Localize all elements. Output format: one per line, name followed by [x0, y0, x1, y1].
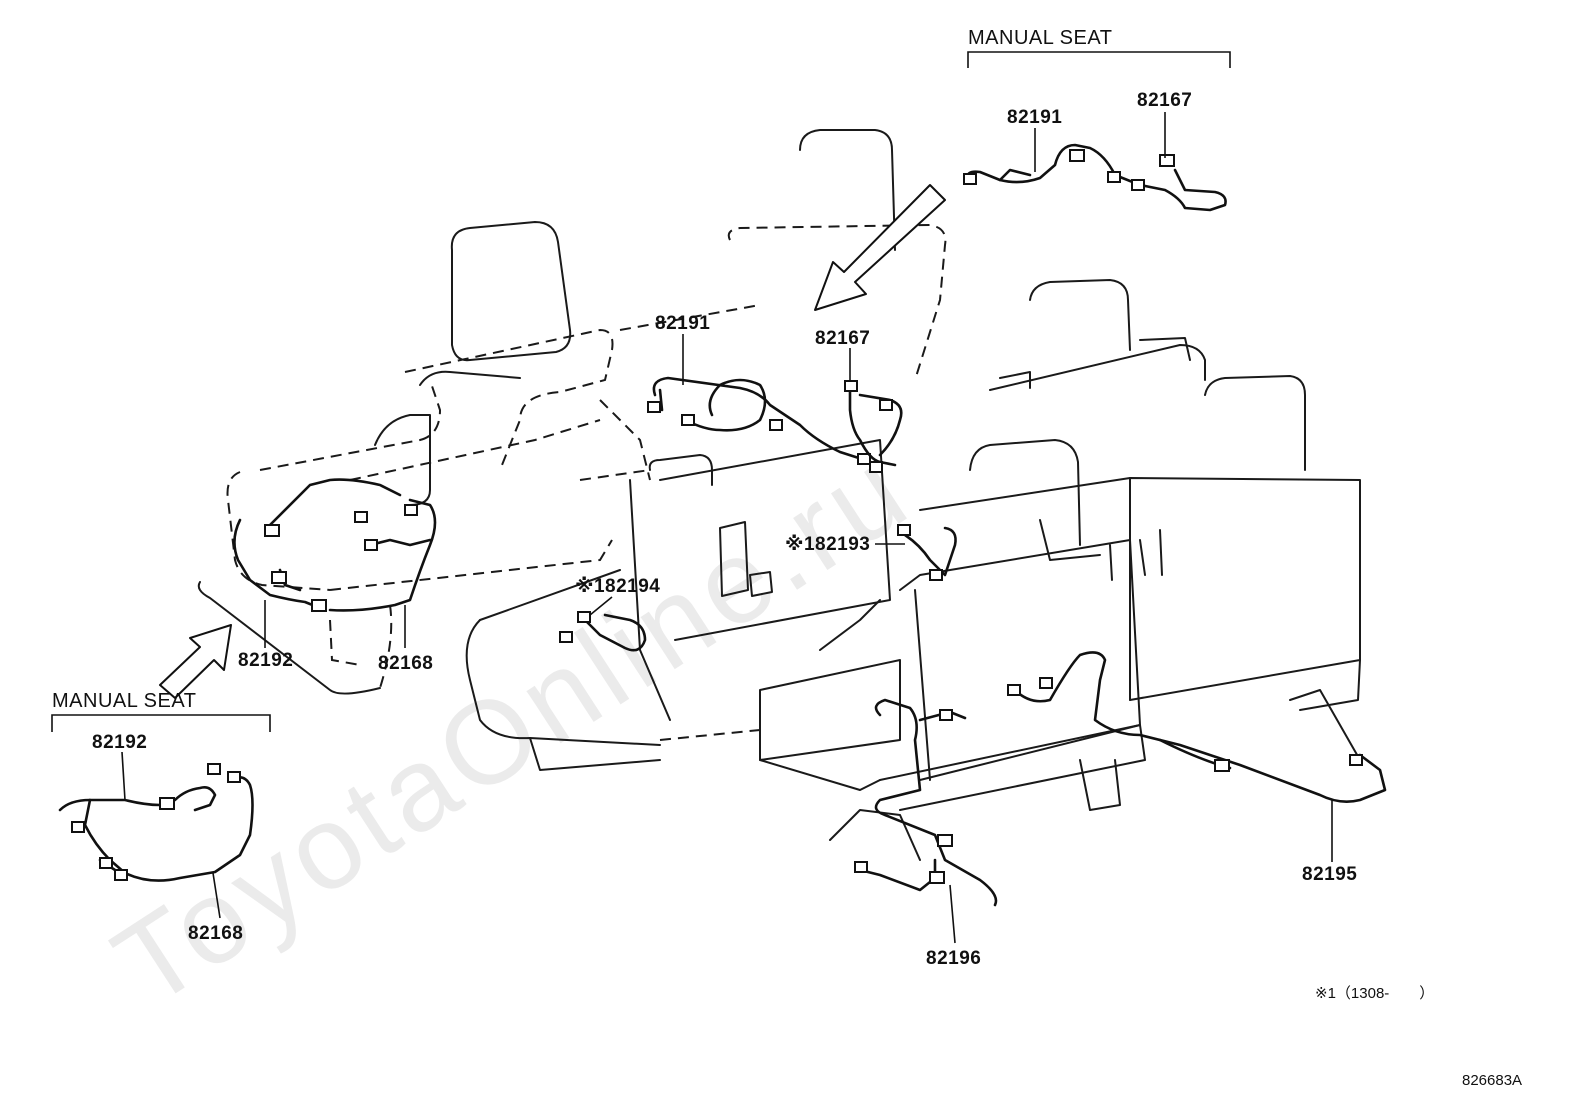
part-number-label[interactable]: 82167 — [1137, 90, 1192, 111]
manual-seat-inset-left — [51, 714, 271, 882]
part-number-label[interactable]: 82168 — [188, 923, 243, 944]
part-number-label[interactable]: 82191 — [1007, 107, 1062, 128]
group-header-manual-seat: MANUAL SEAT — [968, 27, 1112, 49]
part-number-label[interactable]: 82167 — [815, 328, 870, 349]
group-header-manual-seat: MANUAL SEAT — [52, 690, 196, 712]
diagram-code: 826683A — [1462, 1072, 1522, 1089]
harness-82194 — [559, 611, 647, 652]
footnote: ※1（1308- ） — [1315, 985, 1434, 1002]
second-row-right-outline — [759, 439, 1361, 861]
pointer-arrow-icon — [814, 184, 946, 311]
part-number-label[interactable]: ※182193 — [785, 534, 870, 555]
part-number-label[interactable]: 82168 — [378, 653, 433, 674]
harness-82167-main — [844, 380, 903, 473]
part-number-label[interactable]: 82192 — [238, 650, 293, 671]
harness-82195 — [1007, 651, 1387, 803]
harness-82193 — [897, 524, 957, 581]
part-number-label[interactable]: 82191 — [655, 313, 710, 334]
pointer-arrow-icon — [159, 624, 232, 699]
harness-82191-main — [647, 376, 871, 465]
part-number-label[interactable]: 82192 — [92, 732, 147, 753]
manual-seat-inset-top — [963, 51, 1231, 212]
front-seat-outline — [197, 221, 614, 695]
second-row-left-outline — [465, 129, 947, 771]
harness-82196 — [854, 698, 998, 907]
harness-82168-main — [328, 498, 437, 612]
part-number-label[interactable]: 82196 — [926, 948, 981, 969]
leader-lines — [121, 112, 1333, 944]
harness-82192-main — [233, 478, 402, 612]
rear-bench-outline — [919, 279, 1361, 711]
part-number-label[interactable]: ※182194 — [575, 576, 660, 597]
part-number-label[interactable]: 82195 — [1302, 864, 1357, 885]
